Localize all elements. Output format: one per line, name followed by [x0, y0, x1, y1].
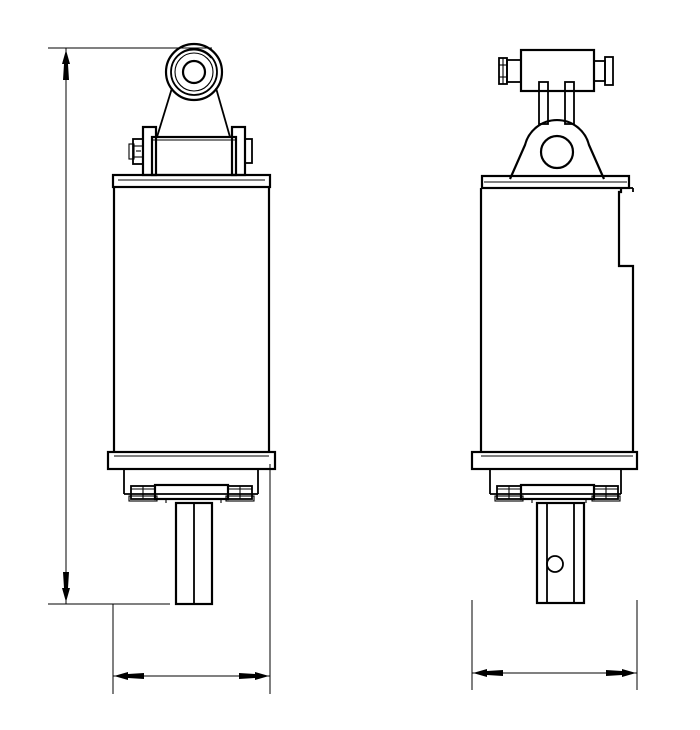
side-top-flange-plate	[480, 174, 631, 190]
port-nut	[128, 143, 135, 160]
side-gland-plate-body	[519, 483, 596, 501]
side-bottom-flange-plate	[470, 450, 639, 471]
bottom-flange-plate	[106, 450, 277, 471]
hex-bolt-left	[128, 485, 158, 502]
bolt-left-washer	[128, 495, 158, 502]
cylinder-barrel	[112, 187, 271, 452]
right-cap-body	[593, 60, 606, 82]
gland-plate-body	[153, 483, 230, 501]
bearing-race-ring	[174, 52, 214, 92]
dimension-group-front-width	[112, 464, 271, 694]
trunnion-right-boss	[244, 138, 253, 164]
side-piston-rod-body	[535, 501, 586, 605]
left-cap-body	[506, 59, 522, 83]
bearing-bore	[181, 59, 207, 85]
hex-bolt-right	[225, 485, 255, 502]
arrowhead-left-side	[473, 669, 503, 677]
port-body	[132, 138, 144, 165]
arrowhead-down	[62, 572, 70, 602]
rod-cross-hole	[546, 555, 564, 573]
arrowhead-right-side	[606, 669, 636, 677]
bolt-right-washer	[225, 495, 255, 502]
bearing-arc-detail-lower	[176, 86, 211, 96]
link-arm-right	[564, 81, 575, 125]
hex-bolt-right-side	[591, 485, 621, 502]
side-bolt-left-washer	[494, 495, 524, 502]
bottom-mounting-flange	[106, 450, 277, 495]
bearing-outer-ring	[164, 42, 224, 102]
arrowhead-left-front	[114, 672, 144, 680]
clevis-arm-right-edge	[215, 87, 231, 138]
view-front-elevation	[106, 42, 277, 606]
dimension-group-side-width	[471, 600, 638, 690]
tapered-clevis-arm	[156, 87, 231, 138]
trunnion-body	[150, 135, 238, 177]
side-barrel-right-profile	[617, 188, 635, 452]
trunnion-left-pillar	[141, 125, 158, 177]
dimension-group-overall-height	[48, 47, 212, 605]
top-mounting-flange-side	[480, 174, 631, 190]
pivot-bore	[539, 134, 575, 170]
arrowhead-right-front	[239, 672, 269, 680]
spherical-bearing-eye	[164, 42, 224, 102]
clevis-arm-left-edge	[156, 87, 173, 138]
piston-rod	[174, 501, 214, 606]
triangular-pivot-bracket	[508, 119, 606, 180]
bearing-arc-detail-upper	[177, 49, 212, 59]
view-side-elevation	[470, 48, 639, 605]
end-cap-fitting-left	[498, 57, 522, 85]
valve-manifold-block	[519, 48, 596, 93]
pivot-trunnion-block	[141, 125, 253, 177]
top-flange-plate	[111, 173, 272, 189]
arrowhead-up	[62, 50, 70, 80]
bottom-mounting-flange-side	[470, 450, 639, 495]
hex-bolt-left-side	[494, 485, 524, 502]
link-arm-left	[538, 81, 549, 125]
side-port-fitting	[128, 138, 144, 165]
piston-rod-side	[535, 501, 586, 605]
right-cap-collar	[604, 56, 614, 86]
bracket-outline	[508, 119, 606, 180]
manifold-body	[519, 48, 596, 93]
end-cap-fitting-right	[593, 56, 614, 86]
side-bolt-right-washer	[591, 495, 621, 502]
twin-link-arms	[538, 81, 575, 125]
top-mounting-flange	[111, 173, 272, 189]
trunnion-right-pillar	[230, 125, 247, 177]
cylinder-barrel-stepped	[479, 187, 635, 452]
